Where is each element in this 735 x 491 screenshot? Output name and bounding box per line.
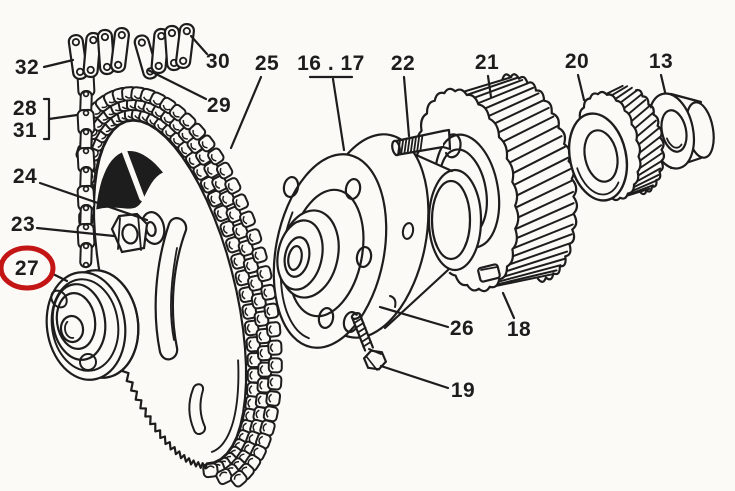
part-label-13: 13 — [648, 50, 674, 73]
part-label-29: 29 — [206, 94, 232, 117]
part-label-24: 24 — [12, 165, 38, 188]
chain-segment-32 — [67, 26, 130, 81]
part-label-25: 25 — [254, 52, 280, 75]
part-label-18: 18 — [506, 318, 532, 341]
hub-flange-assembly — [272, 133, 483, 349]
chain-segment-30 — [133, 22, 195, 80]
part-label-30: 30 — [205, 50, 231, 73]
leader-lines — [0, 34, 667, 390]
bolt-19 — [350, 312, 388, 371]
gear-20 — [567, 84, 666, 202]
stud-22 — [391, 128, 462, 159]
part-label-16-17: 16 . 17 — [297, 52, 365, 75]
part-label-23: 23 — [10, 213, 36, 236]
sprocket-25 — [75, 86, 283, 488]
chain-28-31 — [76, 70, 96, 269]
part-label-26: 26 — [449, 317, 475, 340]
part-label-32: 32 — [14, 56, 40, 79]
part-label-27: 27 — [14, 257, 40, 280]
part-label-20: 20 — [564, 50, 590, 73]
part-label-31: 31 — [12, 119, 38, 142]
part-label-22: 22 — [390, 52, 416, 75]
bearing-27 — [45, 269, 140, 381]
part-label-28: 28 — [12, 97, 38, 120]
part-label-21: 21 — [474, 51, 500, 74]
part-label-19: 19 — [450, 379, 476, 402]
